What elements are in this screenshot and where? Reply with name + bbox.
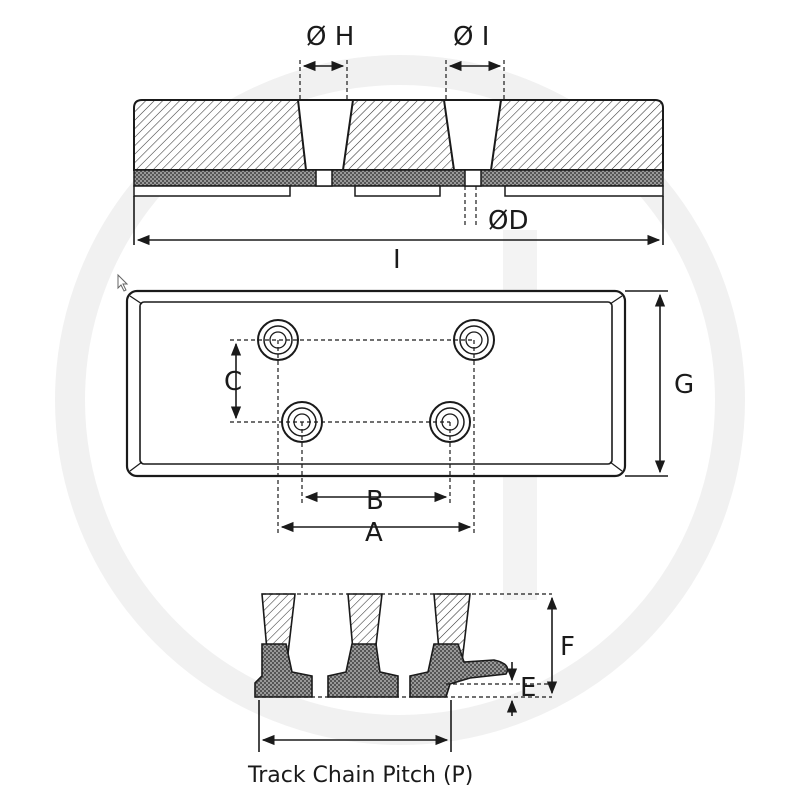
hole-h-profile bbox=[296, 99, 355, 171]
label-length: I bbox=[393, 245, 401, 275]
label-track-chain-pitch: Track Chain Pitch (P) bbox=[247, 763, 473, 788]
label-spacing-c: C bbox=[224, 367, 242, 397]
label-spacing-b: B bbox=[366, 486, 384, 516]
label-height-g: G bbox=[674, 370, 694, 400]
hole-i-profile bbox=[442, 99, 503, 171]
label-height-f: F bbox=[560, 632, 575, 662]
side-view bbox=[133, 60, 664, 246]
label-height-e: E bbox=[520, 673, 536, 703]
label-dia-i: Ø I bbox=[453, 22, 489, 52]
label-dia-h: Ø H bbox=[306, 22, 354, 52]
steel-plate bbox=[133, 169, 664, 187]
pad-inner-outline bbox=[139, 301, 613, 465]
profile-view bbox=[254, 593, 558, 752]
label-dia-d: ØD bbox=[488, 206, 529, 236]
pad-outline bbox=[125, 289, 627, 478]
label-spacing-a: A bbox=[365, 518, 383, 548]
cursor-icon bbox=[117, 273, 129, 292]
plan-view bbox=[125, 289, 668, 533]
rubber-body bbox=[133, 99, 664, 171]
